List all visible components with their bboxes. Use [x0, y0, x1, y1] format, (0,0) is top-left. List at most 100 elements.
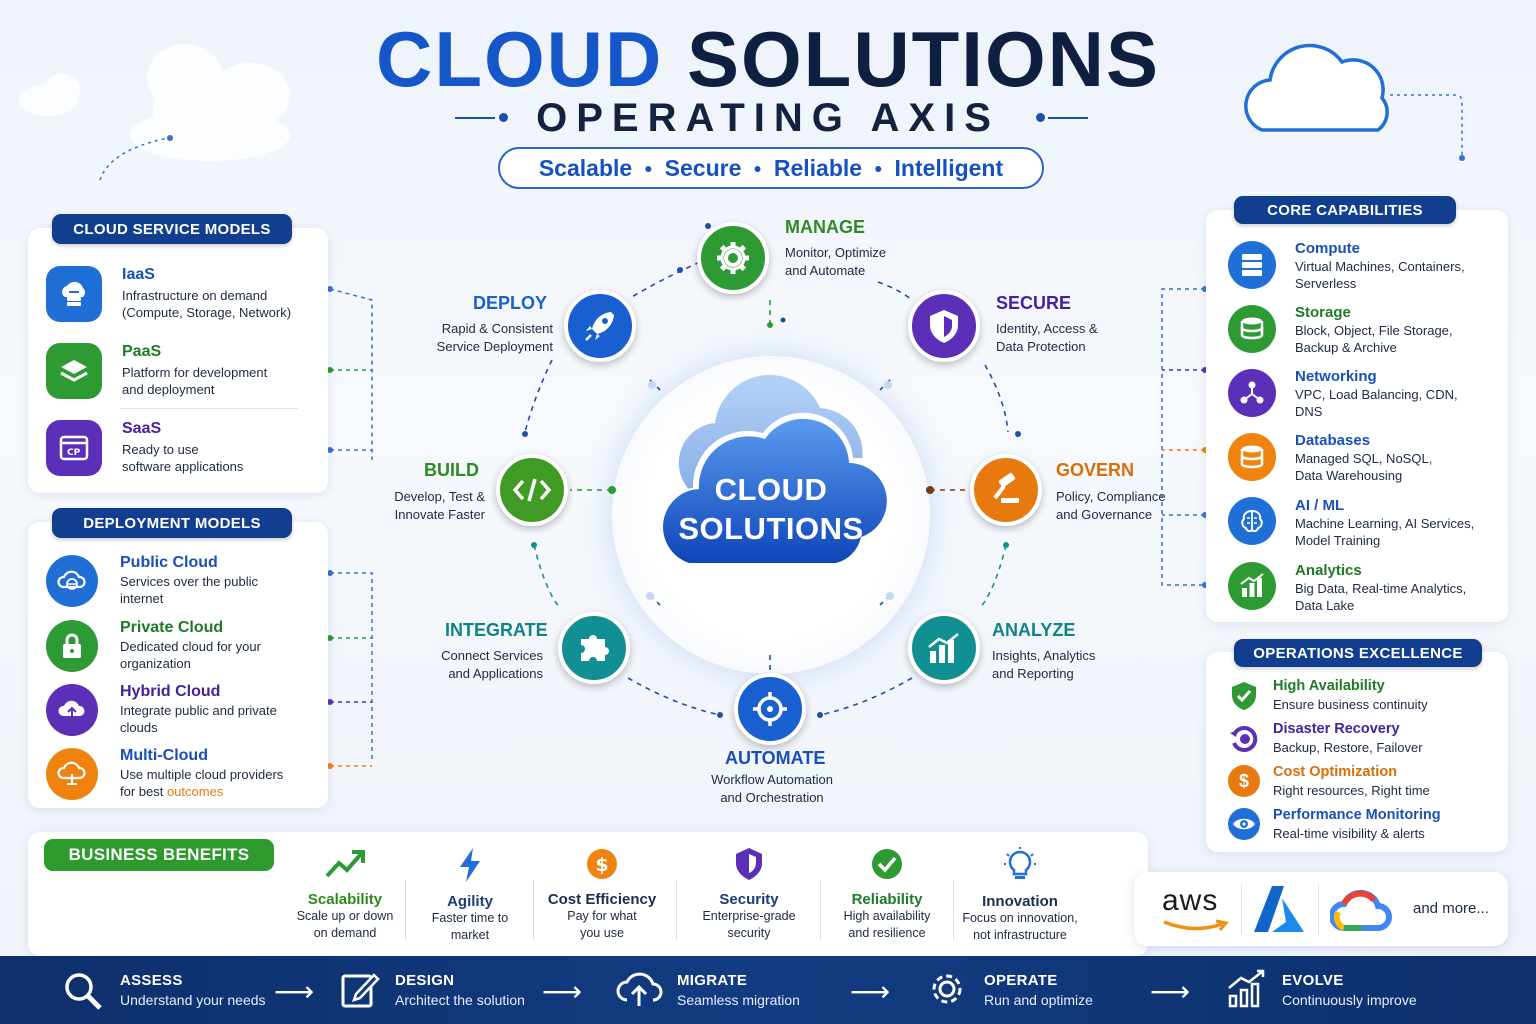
high-availability-desc: Ensure business continuity: [1273, 697, 1428, 712]
layers-icon: [46, 343, 102, 399]
subtitle-dot-right: [1036, 113, 1045, 122]
magnifier-icon: [65, 973, 102, 1010]
bullet-dot: ●: [753, 160, 762, 176]
page-title: CLOUD SOLUTIONS: [0, 14, 1536, 105]
dollar-icon: $: [1228, 765, 1260, 797]
govern-node: [970, 454, 1042, 526]
recovery-icon: [1228, 723, 1260, 755]
automate-label: AUTOMATE: [725, 748, 826, 768]
public-cloud-title: Public Cloud: [120, 554, 218, 571]
multi-cloud-icon: [46, 748, 98, 800]
storage-desc: Block, Object, File Storage,Backup & Arc…: [1295, 323, 1453, 355]
title-part-2: SOLUTIONS: [686, 15, 1160, 103]
multi-cloud-title: Multi-Cloud: [120, 747, 208, 764]
tagline-word: Reliable: [773, 154, 863, 181]
puzzle-icon: [581, 635, 609, 661]
gavel-icon: [993, 472, 1019, 503]
rocket-icon: [585, 312, 614, 341]
analyze-label: ANALYZE: [992, 620, 1076, 640]
analyze-node: [908, 612, 980, 684]
databases-desc: Managed SQL, NoSQL,Data Warehousing: [1295, 451, 1433, 483]
aws-logo: aws: [1162, 884, 1219, 917]
disaster-recovery-title: Disaster Recovery: [1273, 721, 1400, 737]
disaster-recovery-desc: Backup, Restore, Failover: [1273, 740, 1423, 755]
performance-monitoring-desc: Real-time visibility & alerts: [1273, 826, 1425, 841]
coin-icon: $: [587, 849, 617, 879]
ai-ml-desc: Machine Learning, AI Services,Model Trai…: [1295, 516, 1475, 548]
iaas-title: IaaS: [122, 266, 155, 283]
cloud-server-icon: [46, 266, 102, 322]
process-footer: [0, 956, 1536, 1024]
providers-panel: [1134, 872, 1508, 946]
subtitle-dot-left: [499, 113, 508, 122]
saas-title: SaaS: [122, 420, 162, 437]
storage-title: Storage: [1295, 304, 1351, 321]
cost-optimization-desc: Right resources, Right time: [1273, 783, 1430, 798]
analytics-icon: [1228, 562, 1276, 610]
private-cloud-title: Private Cloud: [120, 619, 224, 636]
brain-icon: [1228, 497, 1276, 545]
subtitle-rule-right: [1048, 117, 1088, 119]
automation-icon: [753, 692, 787, 726]
database-icon: [1228, 433, 1276, 481]
high-availability-title: High Availability: [1273, 678, 1385, 694]
arrow-right-icon: ⟶: [1150, 976, 1191, 1007]
deployment-models-heading: DEPLOYMENT MODELS: [52, 508, 292, 538]
check-circle-icon: [872, 849, 902, 879]
build-label: BUILD: [424, 460, 479, 480]
central-cloud-icon: [653, 374, 898, 570]
analytics-title: Analytics: [1295, 562, 1362, 579]
cloud-upload-icon: [616, 972, 663, 1006]
analytics-desc: Big Data, Real-time Analytics,Data Lake: [1295, 581, 1467, 613]
benefit-divider: [820, 880, 821, 940]
deploy-label: DEPLOY: [473, 293, 548, 313]
lightning-icon: [460, 848, 480, 882]
app-window-icon: CP: [46, 420, 102, 476]
trend-up-icon: [325, 850, 365, 878]
databases-title: Databases: [1295, 432, 1371, 449]
bullet-dot: ●: [644, 160, 653, 176]
iaas-desc: Infrastructure on demand(Compute, Storag…: [122, 288, 292, 320]
lock-icon: [46, 620, 98, 672]
secure-desc: Identity, Access &Data Protection: [996, 321, 1098, 354]
benefit-innovation: Innovation Focus on innovation,not infra…: [960, 846, 1080, 944]
growth-chart-icon: [1228, 969, 1265, 1008]
core-capabilities-heading: CORE CAPABILITIES: [1234, 196, 1456, 224]
secure-node: [908, 290, 980, 362]
compute-desc: Virtual Machines, Containers,Serverless: [1295, 259, 1465, 291]
networking-title: Networking: [1295, 368, 1377, 385]
eye-icon: [1228, 808, 1260, 840]
integrate-label: INTEGRATE: [445, 620, 548, 640]
pencil-icon: [341, 973, 380, 1008]
divider: [120, 408, 298, 409]
manage-node: [697, 222, 769, 294]
benefit-divider: [405, 880, 406, 940]
benefit-divider: [953, 880, 954, 940]
provider-divider: [1318, 884, 1319, 934]
aws-smile-icon: [1163, 919, 1229, 931]
title-part-1: CLOUD: [376, 15, 664, 103]
network-icon: [1228, 369, 1276, 417]
compute-title: Compute: [1295, 240, 1360, 257]
azure-logo-icon: [1254, 886, 1304, 932]
bar-chart-icon: [928, 633, 959, 663]
